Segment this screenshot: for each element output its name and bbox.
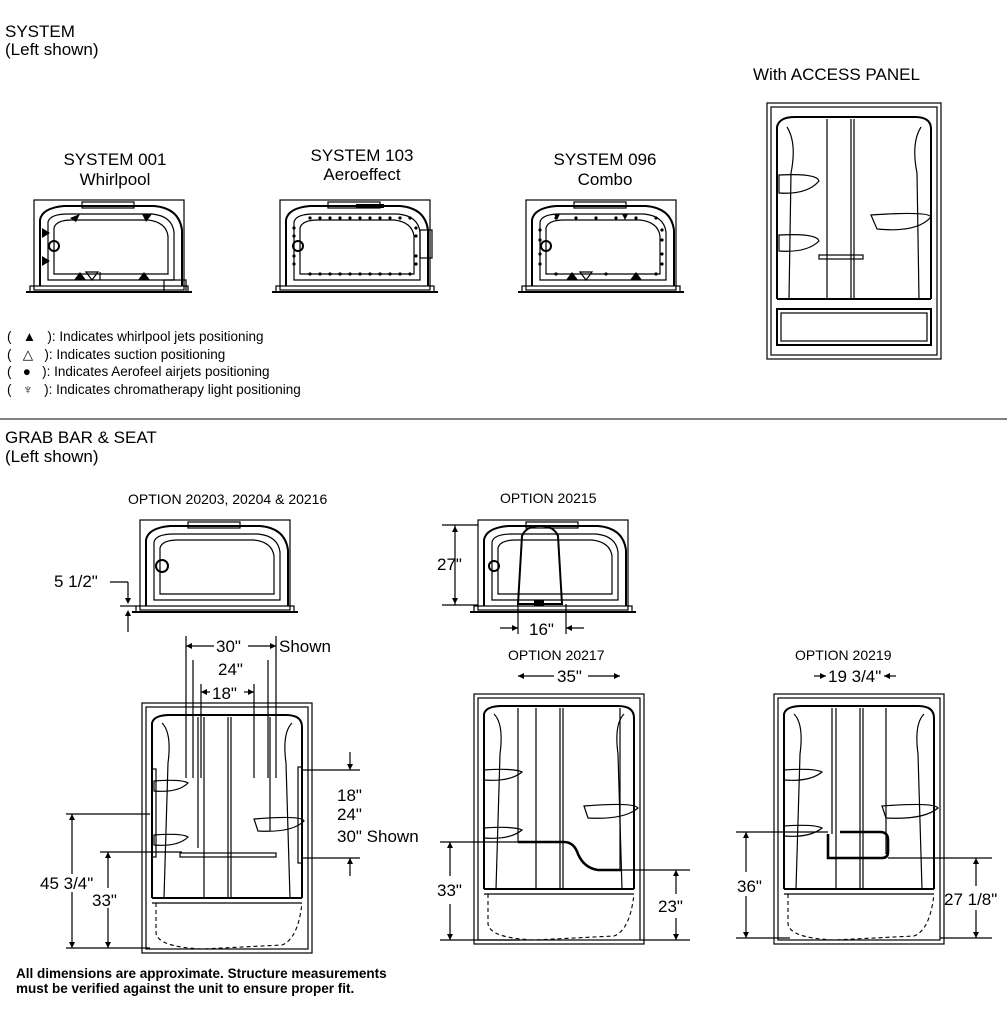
legend-item-airjets: ( ● ): Indicates Aerofeel airjets positi… <box>7 364 270 379</box>
legend-item-chromatherapy: ( ♆ ): Indicates chromatherapy light pos… <box>7 382 301 397</box>
dim-label-24-vert: 24" <box>337 805 362 824</box>
dim-16 <box>500 604 584 634</box>
system-096-name: SYSTEM 096 <box>553 150 657 169</box>
dim-label-18: 18" <box>212 684 237 703</box>
dim-label-45-3-4: 45 3/4" <box>40 874 94 893</box>
footnote-line-1: All dimensions are approximate. Structur… <box>16 966 387 981</box>
system-103-tub-drawing <box>271 199 439 293</box>
dim-label-27-1-8: 27 1/8" <box>944 890 998 909</box>
system-section-title: SYSTEM <box>5 22 75 41</box>
grab-section-title: GRAB BAR & SEAT <box>5 428 157 447</box>
dim-label-24: 24" <box>218 660 243 679</box>
dim-label-19-3-4: 19 3/4" <box>828 667 882 686</box>
system-096-type: Combo <box>577 170 633 189</box>
option-20217-stall-drawing <box>473 693 645 945</box>
option-20215-label: OPTION 20215 <box>500 490 597 506</box>
dim-label-33-left: 33" <box>92 891 117 910</box>
dim-label-5-1-2: 5 1/2" <box>54 572 98 591</box>
dim-label-18-vert: 18" <box>337 786 362 805</box>
system-001-name: SYSTEM 001 <box>63 150 167 169</box>
legend-item-whirlpool: ( ▲ ): Indicates whirlpool jets position… <box>7 329 264 344</box>
dims-20203-horizontal <box>185 636 277 778</box>
system-001-tub-drawing <box>25 199 193 293</box>
option-20217-label: OPTION 20217 <box>508 647 605 663</box>
system-section-subtitle: (Left shown) <box>5 40 99 59</box>
dim-label-27: 27" <box>437 555 462 574</box>
option-20203-tub-drawing <box>131 519 299 613</box>
system-103-name: SYSTEM 103 <box>310 146 414 165</box>
dim-27 <box>442 524 478 606</box>
legend-item-suction: ( △ ): Indicates suction positioning <box>7 347 226 362</box>
dim-label-23: 23" <box>658 897 683 916</box>
option-20203-label: OPTION 20203, 20204 & 20216 <box>128 491 328 507</box>
dim-label-30-shown: 30" Shown <box>337 827 419 846</box>
triangle-filled-icon: ▲ <box>22 329 37 344</box>
option-20219-label: OPTION 20219 <box>795 647 892 663</box>
dim-label-16: 16" <box>529 620 554 639</box>
dim-label-30: 30" <box>216 637 241 656</box>
dim-label-36: 36" <box>737 877 762 896</box>
access-panel-label: With ACCESS PANEL <box>753 65 920 84</box>
system-001-type: Whirlpool <box>79 170 151 189</box>
dim-5-1-2 <box>110 581 136 632</box>
dim-label-33-mid: 33" <box>437 881 462 900</box>
triangle-outline-icon: △ <box>22 347 34 362</box>
dims-20203-vertical-right <box>302 752 360 876</box>
system-096-tub-drawing <box>517 199 685 293</box>
option-20203-stall-drawing <box>141 702 313 954</box>
dims-20203-vertical-left <box>66 813 182 949</box>
option-20215-tub-drawing <box>469 519 637 613</box>
option-20219-stall-drawing <box>773 693 945 945</box>
dims-20219 <box>736 673 992 939</box>
system-103-type: Aeroeffect <box>323 165 401 184</box>
dim-label-shown-top: Shown <box>279 637 331 656</box>
footnote-line-2: must be verified against the unit to ens… <box>16 981 355 996</box>
dim-label-35: 35" <box>557 667 582 686</box>
light-icon: ♆ <box>22 382 33 397</box>
access-panel-stall-drawing <box>766 102 942 360</box>
grab-section-subtitle: (Left shown) <box>5 447 99 466</box>
dims-20217 <box>440 673 690 941</box>
dot-icon: ● <box>22 364 31 379</box>
